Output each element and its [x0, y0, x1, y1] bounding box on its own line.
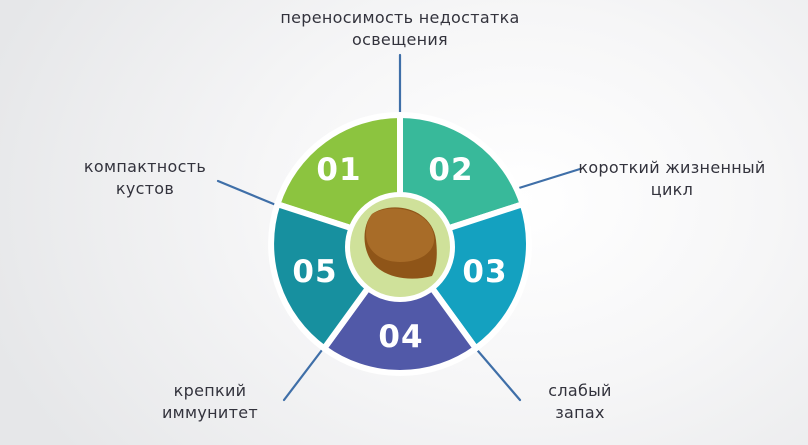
connector-right: [517, 167, 582, 190]
label-bottom-left: крепкий иммунитет: [145, 380, 275, 424]
label-bottom-right: слабый запах: [530, 380, 630, 424]
label-bottom-left-line-1: крепкий: [173, 381, 247, 400]
label-left-line-1: компактность: [83, 157, 207, 176]
label-left-line-2: кустов: [115, 179, 175, 198]
label-bottom-left-line-2: иммунитет: [161, 403, 259, 422]
connector-bottom-left: [282, 348, 324, 402]
connector-lines: [216, 53, 582, 402]
label-right-line-2: цикл: [650, 180, 694, 199]
label-top: переносимость недостатка освещения: [250, 7, 550, 51]
segment-02-number: 02: [428, 152, 473, 188]
label-right: короткий жизненный цикл: [567, 157, 777, 201]
label-right-line-1: короткий жизненный: [578, 158, 766, 177]
segment-03-number: 03: [462, 254, 507, 290]
label-bottom-right-line-1: слабый: [548, 381, 612, 400]
segment-01-number: 01: [316, 152, 361, 188]
label-bottom-right-line-2: запах: [555, 403, 605, 422]
label-top-line-1: переносимость недостатка: [280, 8, 520, 27]
label-left: компактность кустов: [70, 156, 220, 200]
label-top-line-2: освещения: [352, 30, 448, 49]
connector-bottom-right: [476, 349, 522, 402]
connector-left: [216, 179, 278, 207]
segment-04-number: 04: [378, 319, 423, 355]
segment-05-number: 05: [292, 254, 337, 290]
seed-icon: [364, 207, 437, 279]
segment-04: [321, 241, 479, 377]
